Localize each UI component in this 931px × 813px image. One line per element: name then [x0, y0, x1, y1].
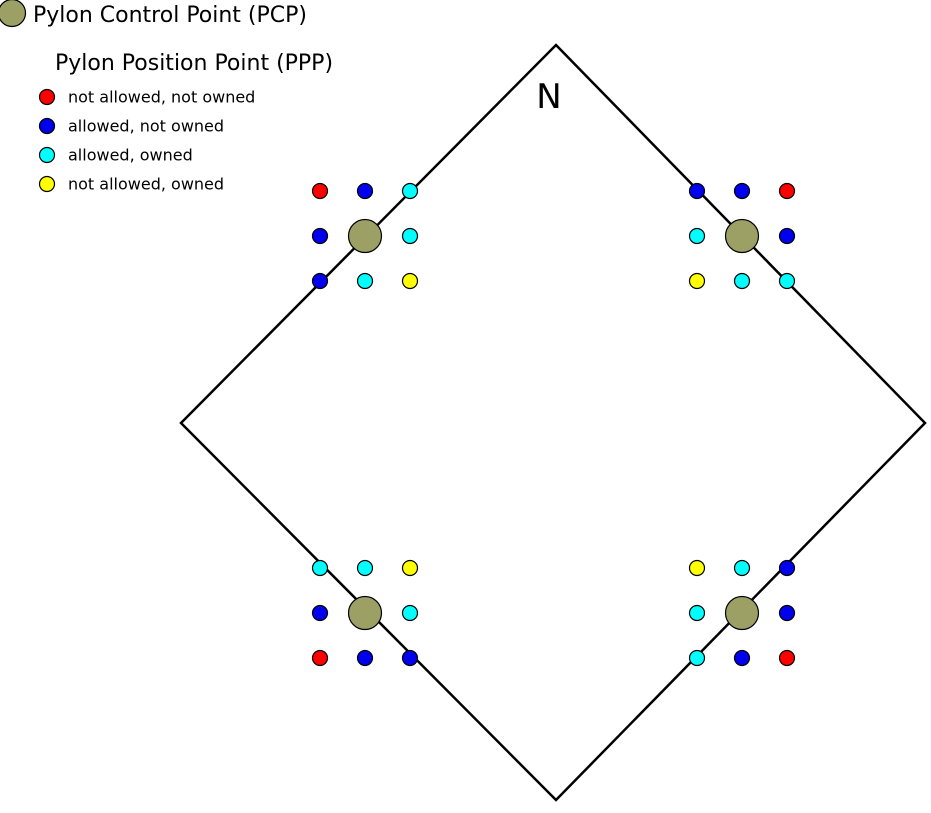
- ppp-lower-left-yellow: [401, 559, 419, 577]
- ppp-upper-right-blue: [688, 182, 706, 200]
- ppp-upper-right-cyan: [733, 272, 751, 290]
- cyan-legend-dot: [38, 146, 56, 164]
- ppp-upper-left-cyan: [401, 182, 419, 200]
- ppp-lower-right-red: [778, 649, 796, 667]
- ppp-lower-left-blue: [356, 649, 374, 667]
- ppp-upper-left-yellow: [401, 272, 419, 290]
- course-diamond-outline: [179, 43, 927, 802]
- pcp-legend-swatch: [0, 0, 27, 28]
- ppp-lower-left-red: [311, 649, 329, 667]
- yellow-legend-dot: [38, 175, 56, 193]
- pcp-upper-right: [724, 218, 760, 254]
- ppp-upper-right-cyan: [688, 227, 706, 245]
- pylon-groups: [311, 182, 796, 667]
- ppp-upper-right-blue: [733, 182, 751, 200]
- pcp-legend-label: Pylon Control Point (PCP): [33, 3, 307, 28]
- pcp-lower-right: [724, 595, 760, 631]
- ppp-upper-right-yellow: [688, 272, 706, 290]
- ppp-lower-right-blue: [778, 559, 796, 577]
- ppp-upper-left-red: [311, 182, 329, 200]
- ppp-lower-left-cyan: [356, 559, 374, 577]
- ppp-upper-right-red: [778, 182, 796, 200]
- pcp-lower-left: [347, 595, 383, 631]
- ppp-lower-right-yellow: [688, 559, 706, 577]
- ppp-lower-right-blue: [778, 604, 796, 622]
- ppp-upper-left-cyan: [401, 227, 419, 245]
- ppp-lower-right-cyan: [688, 604, 706, 622]
- legend-item-label: allowed, owned: [68, 146, 193, 165]
- ppp-lower-left-cyan: [401, 604, 419, 622]
- ppp-lower-left-blue: [311, 604, 329, 622]
- legend-items: not allowed, not owned allowed, not owned…: [38, 88, 255, 194]
- ppp-lower-left-blue: [401, 649, 419, 667]
- legend-item-label: not allowed, not owned: [68, 88, 255, 107]
- ppp-lower-right-cyan: [688, 649, 706, 667]
- ppp-upper-left-blue: [356, 182, 374, 200]
- red-legend-dot: [38, 88, 56, 106]
- ppp-upper-left-cyan: [356, 272, 374, 290]
- pcp-upper-left: [347, 218, 383, 254]
- ppp-upper-right-blue: [778, 227, 796, 245]
- ppp-lower-left-cyan: [311, 559, 329, 577]
- legend-item-label: allowed, not owned: [68, 117, 224, 136]
- north-label: N: [536, 77, 561, 117]
- ppp-upper-right-cyan: [778, 272, 796, 290]
- ppp-lower-right-blue: [733, 649, 751, 667]
- ppp-upper-left-blue: [311, 272, 329, 290]
- blue-legend-dot: [38, 117, 56, 135]
- ppp-lower-right-cyan: [733, 559, 751, 577]
- ppp-upper-left-blue: [311, 227, 329, 245]
- ppp-legend-title: Pylon Position Point (PPP): [55, 51, 333, 76]
- legend-item-label: not allowed, owned: [68, 175, 224, 194]
